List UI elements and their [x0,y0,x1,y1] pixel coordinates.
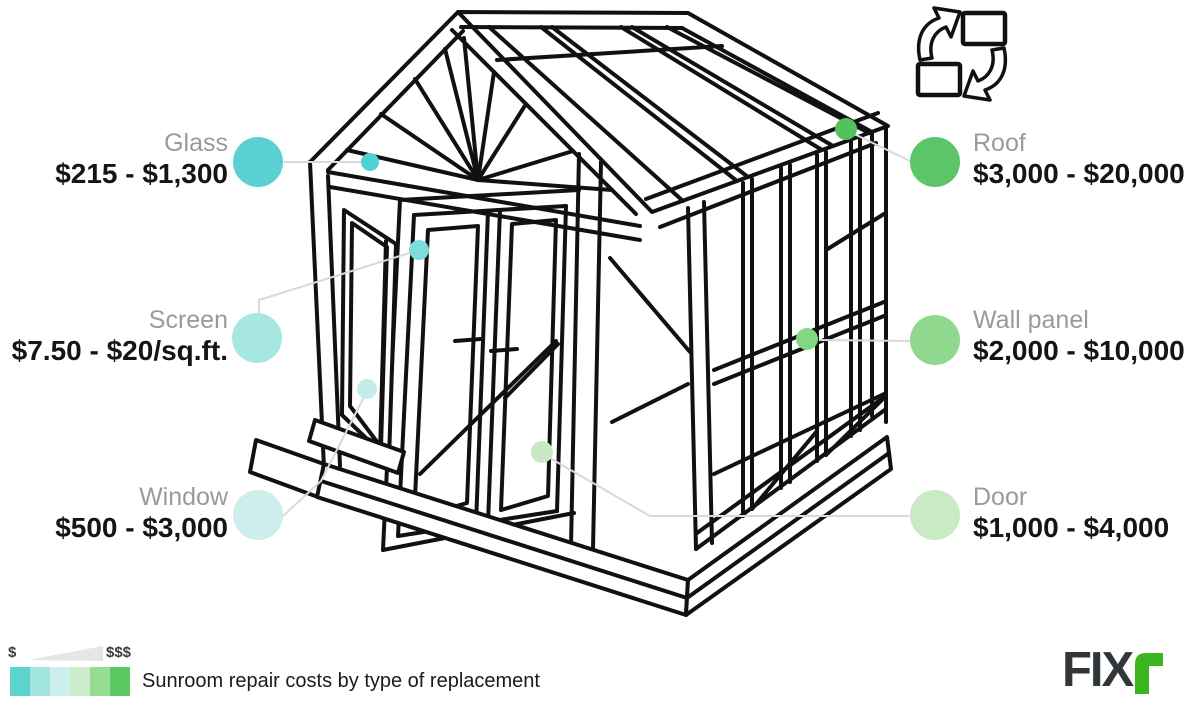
fixr-logo: FIX [1062,646,1164,695]
callout-price: $2,000 - $10,000 [973,335,1185,366]
swatch [10,667,30,696]
window-dot [357,379,377,399]
fixr-logo-text: FIX [1062,643,1134,697]
legend-low-label: $ [8,644,17,661]
door-circle [910,490,960,540]
cost-scale-swatches [10,667,130,696]
callout-label: Door [973,483,1028,511]
glass-dot [361,153,379,171]
screen-connector [258,249,420,314]
legend-high-label: $$$ [106,644,132,661]
screen-circle [232,313,282,363]
callout-door: Door $1,000 - $4,000 [973,483,1200,544]
roof-connector [845,129,911,162]
door-connector [542,453,909,517]
callout-price: $7.50 - $20/sq.ft. [11,335,228,366]
swatch [110,667,130,696]
callout-label: Wall panel [973,306,1089,334]
door-dot [531,441,553,463]
callout-label: Glass [164,129,228,157]
window-connector [282,390,368,517]
callout-price: $1,000 - $4,000 [973,512,1170,543]
window-circle [233,490,283,540]
swatch [50,667,70,696]
roof-circle [910,137,960,187]
callout-label: Screen [148,306,228,334]
cost-scale-wedge [28,646,103,661]
wall-panel-dot [796,328,818,350]
callout-window: Window $500 - $3,000 [0,483,228,544]
swatch [90,667,110,696]
callout-price: $500 - $3,000 [55,512,228,543]
callout-dots [357,118,857,463]
glass-circle [233,137,283,187]
swatch [30,667,50,696]
callout-wall-panel: Wall panel $2,000 - $10,000 [973,306,1200,367]
callout-price: $3,000 - $20,000 [973,158,1185,189]
callout-screen: Screen $7.50 - $20/sq.ft. [0,306,228,367]
callout-label: Roof [973,129,1026,157]
callout-price: $215 - $1,300 [55,158,228,189]
callout-label: Window [139,483,228,511]
fixr-logo-r-icon [1135,653,1164,694]
screen-dot [409,240,429,260]
callout-connectors [258,129,911,517]
callout-roof: Roof $3,000 - $20,000 [973,129,1200,190]
callout-glass: Glass $215 - $1,300 [0,129,228,190]
replace-icon [915,6,1008,102]
sunroom-line-art [248,10,893,617]
chart-caption: Sunroom repair costs by type of replacem… [142,670,540,692]
swatch [70,667,90,696]
wall-panel-circle [910,315,960,365]
wall-panel-connector [818,339,911,342]
roof-dot [835,118,857,140]
